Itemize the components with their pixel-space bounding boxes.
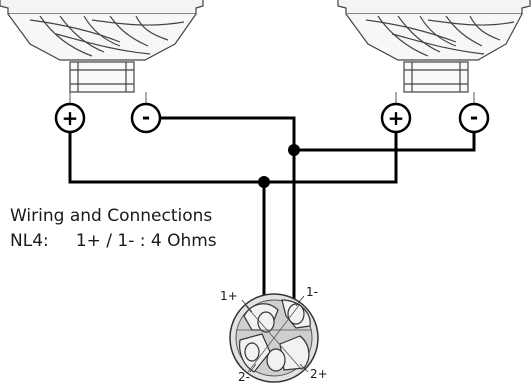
right-positive-terminal: + bbox=[380, 102, 412, 134]
pin-label-2-minus: 2- bbox=[238, 370, 250, 384]
left-speaker bbox=[0, 0, 204, 93]
speaker-leads bbox=[69, 92, 475, 106]
terminal-sign: - bbox=[142, 105, 150, 129]
nl4-connector bbox=[229, 293, 319, 383]
right-speaker bbox=[337, 0, 531, 93]
negative-wire-right bbox=[294, 132, 476, 152]
terminal-sign: + bbox=[62, 106, 79, 130]
caption-title: Wiring and Connections bbox=[10, 206, 213, 226]
terminal-sign: + bbox=[388, 106, 405, 130]
positive-wire-right bbox=[264, 132, 398, 184]
pin-label-1-minus: 1- bbox=[306, 285, 318, 299]
left-negative-terminal: - bbox=[130, 102, 162, 134]
connector-type: NL4: bbox=[10, 231, 49, 251]
left-positive-terminal: + bbox=[54, 102, 86, 134]
right-negative-terminal: - bbox=[458, 102, 490, 134]
junction-dot-negative bbox=[288, 144, 300, 156]
spacer bbox=[49, 231, 76, 251]
wires bbox=[68, 116, 476, 322]
junction-dot-positive bbox=[258, 176, 270, 188]
positive-wire-left bbox=[68, 132, 264, 184]
pin-label-2-plus: 2+ bbox=[310, 367, 328, 381]
terminal-sign: - bbox=[470, 105, 478, 129]
impedance-spec: 1+ / 1- : 4 Ohms bbox=[75, 231, 217, 251]
negative-wire-left bbox=[160, 116, 296, 150]
caption-spec: NL4: 1+ / 1- : 4 Ohms bbox=[10, 231, 217, 251]
pin-label-1-plus: 1+ bbox=[220, 289, 238, 303]
